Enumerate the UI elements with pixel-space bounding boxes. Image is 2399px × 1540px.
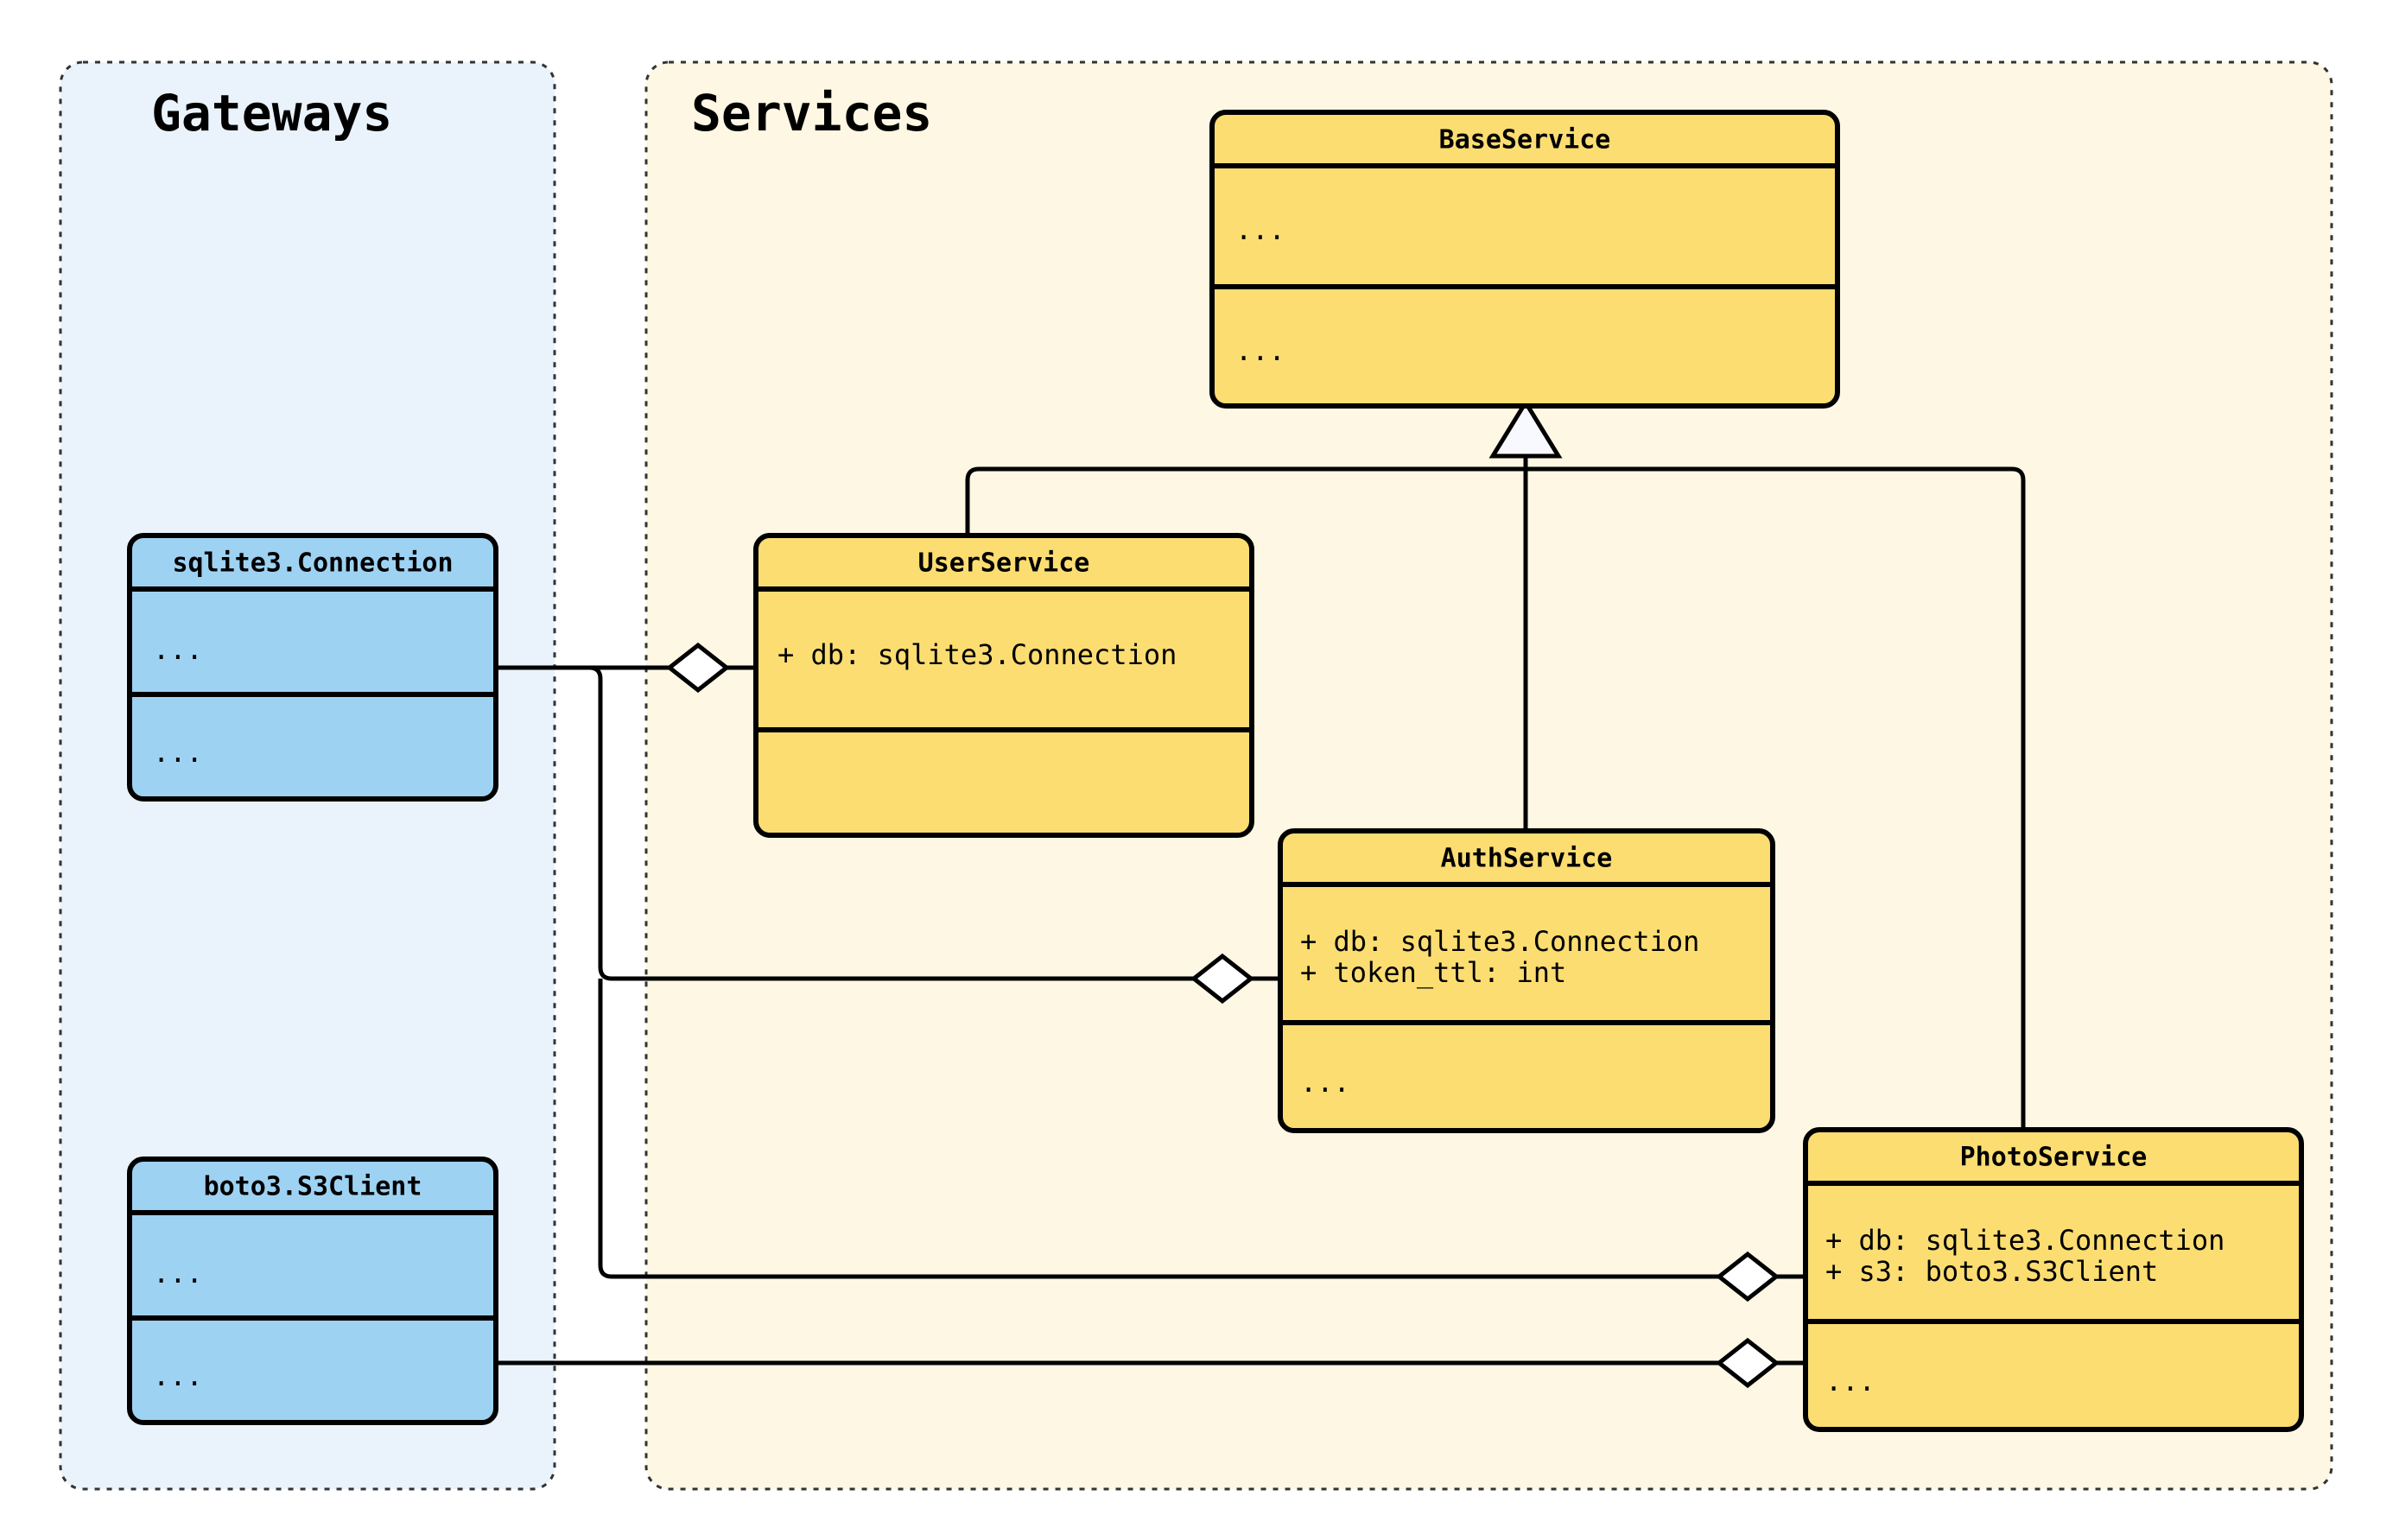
class-photo-service-attribute-1: + s3: boto3.S3Client — [1825, 1255, 2158, 1288]
class-base-service-method: ... — [1235, 334, 1285, 367]
edge-line-connection-authservice — [496, 665, 1222, 981]
class-auth-service-attribute-1: + token_ttl: int — [1300, 956, 1566, 989]
class-auth-service-frame — [1278, 828, 1775, 1133]
edge-photoservice-aggregates-s3client — [496, 1337, 1806, 1389]
class-sqlite3-connection-attribute: ... — [153, 633, 203, 666]
class-box-photo-service[interactable]: PhotoService + db: sqlite3.Connection + … — [1803, 1127, 2304, 1432]
package-services-title: Services — [691, 84, 932, 143]
edge-inheritance-bus — [965, 398, 2026, 1130]
edge-userservice-inherits-baseservice — [965, 466, 1526, 536]
inheritance-triangle-icon — [1488, 398, 1563, 459]
class-photo-service-frame — [1803, 1127, 2304, 1432]
class-photo-service-method: ... — [1825, 1365, 1875, 1397]
class-box-user-service[interactable]: UserService + db: sqlite3.Connection — [753, 533, 1254, 838]
class-sqlite3-connection-method: ... — [153, 736, 203, 769]
class-auth-service-method: ... — [1300, 1066, 1350, 1099]
class-user-service-frame — [753, 533, 1254, 838]
class-base-service-name: BaseService — [1439, 125, 1611, 155]
class-box-boto3-s3client[interactable]: boto3.S3Client ... ... — [127, 1157, 498, 1425]
class-auth-service-name: AuthService — [1441, 844, 1613, 874]
aggregation-diamond-icon — [1715, 1337, 1780, 1389]
class-box-auth-service[interactable]: AuthService + db: sqlite3.Connection + t… — [1278, 828, 1775, 1133]
edge-photoservice-aggregates-connection — [598, 979, 1806, 1302]
class-boto3-s3client-attribute: ... — [153, 1257, 203, 1290]
class-boto3-s3client-name: boto3.S3Client — [204, 1172, 422, 1202]
class-photo-service-name: PhotoService — [1960, 1143, 2148, 1173]
class-sqlite3-connection-frame — [127, 533, 498, 802]
edge-authservice-aggregates-connection — [496, 665, 1280, 1004]
class-user-service-attribute: + db: sqlite3.Connection — [777, 638, 1177, 671]
class-user-service-name: UserService — [918, 548, 1090, 579]
class-box-sqlite3-connection[interactable]: sqlite3.Connection ... ... — [127, 533, 498, 802]
class-base-service-frame — [1209, 110, 1840, 409]
package-gateways-title: Gateways — [151, 84, 392, 143]
class-base-service-attribute: ... — [1235, 213, 1285, 246]
class-sqlite3-connection-name: sqlite3.Connection — [172, 548, 453, 579]
edge-line-connection-photoservice — [598, 979, 1747, 1279]
class-auth-service-attribute-0: + db: sqlite3.Connection — [1300, 925, 1699, 958]
class-boto3-s3client-frame — [127, 1157, 498, 1425]
class-box-base-service[interactable]: BaseService ... ... — [1209, 110, 1840, 409]
aggregation-diamond-icon — [665, 642, 731, 694]
aggregation-diamond-icon — [1715, 1251, 1780, 1302]
class-boto3-s3client-method: ... — [153, 1359, 203, 1392]
edge-photoservice-inherits-baseservice — [1526, 466, 2026, 1130]
class-photo-service-attribute-0: + db: sqlite3.Connection — [1825, 1224, 2224, 1257]
aggregation-diamond-icon — [1190, 953, 1255, 1004]
